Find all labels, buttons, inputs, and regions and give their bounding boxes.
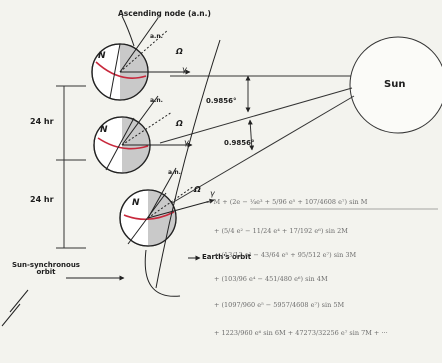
equation-line-4: + (103/96 e⁴ − 451/480 e⁶) sin 4M: [214, 275, 328, 283]
raan-label-2: Ω: [176, 119, 183, 128]
equation-line-3: + (13/12 e³ − 43/64 e⁵ + 95/512 e⁷) sin …: [214, 251, 357, 259]
north-pole-label-2: N: [100, 125, 108, 135]
ascending-node-abbrev-2: a.n.: [150, 97, 163, 104]
vernal-equinox-label-1: γ: [182, 65, 187, 74]
equation-line-2: + (5/4 e² − 11/24 e⁴ + 17/192 e⁶) sin 2M: [214, 227, 348, 235]
earth-orbit-label: Earth's orbit: [202, 253, 252, 261]
earth-position-2: [93, 95, 193, 174]
equation-line-1: = M + (2e − ¼e³ + 5/96 e⁵ + 107/4608 e⁷)…: [206, 198, 368, 206]
time-interval-dimension: [56, 85, 86, 249]
vernal-equinox-label-3: γ: [210, 189, 215, 198]
north-pole-label: N: [98, 51, 106, 61]
sun-sync-leader: [1, 249, 181, 327]
earth-orbit-curve: [155, 39, 221, 289]
time-interval-label-2: 24 hr: [30, 195, 54, 204]
earth-position-3: [119, 167, 215, 247]
sun-label: Sun: [384, 79, 406, 90]
time-interval-label-1: 24 hr: [30, 117, 54, 126]
ascending-node-abbrev-3: a.n.: [168, 169, 181, 176]
angle-arrows: [245, 75, 255, 151]
raan-label-1: Ω: [176, 47, 183, 56]
sun-circle: [349, 36, 442, 134]
angle-label-1: 0.9856°: [206, 97, 237, 105]
ascending-node-leader: [121, 15, 135, 47]
ascending-node-abbrev-1: a.n.: [150, 33, 163, 40]
equation-line-5: + (1097/960 e⁵ − 5957/4608 e⁷) sin 5M: [214, 301, 345, 309]
vernal-equinox-label-2: γ: [184, 138, 189, 147]
angle-label-2: 0.9856°: [224, 139, 255, 147]
ascending-node-label: Ascending node (a.n.): [118, 9, 211, 18]
equation-line-6: + 1223/960 e⁶ sin 6M + 47273/32256 e⁷ si…: [214, 329, 388, 337]
north-pole-label-3: N: [132, 198, 140, 208]
raan-label-3: Ω: [194, 185, 201, 194]
earth-position-1: [91, 17, 191, 101]
sun-synchronous-orbit-label: Sun-synchronous orbit: [12, 261, 80, 276]
